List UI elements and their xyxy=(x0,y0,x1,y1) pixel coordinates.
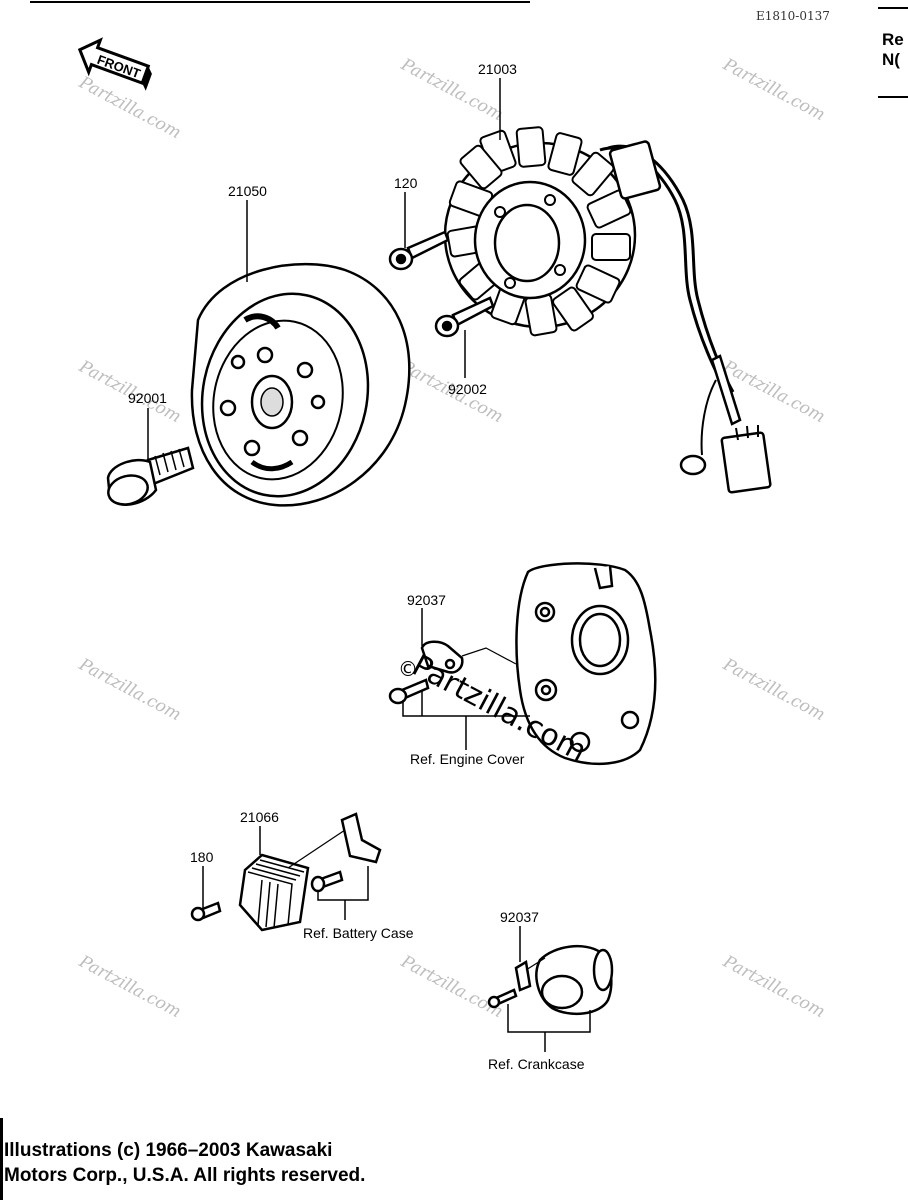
label-21050: 21050 xyxy=(228,183,267,199)
side-text: Re N( xyxy=(882,30,904,70)
watermark-11: Partzilla.com xyxy=(719,951,829,1022)
drawing-code: E1810-0137 xyxy=(756,9,830,23)
copyright-notice: Illustrations (c) 1966–2003 Kawasaki Mot… xyxy=(4,1138,365,1188)
regulator-21066 xyxy=(238,812,382,932)
crankcase-part xyxy=(535,945,614,1015)
label-21066: 21066 xyxy=(240,809,279,825)
watermark-8: Partzilla.com xyxy=(719,654,829,725)
label-92037-b: 92037 xyxy=(500,909,539,925)
label-180: 180 xyxy=(190,849,214,865)
bolt-180 xyxy=(190,901,222,922)
bracket-92037-b xyxy=(487,959,532,1009)
bracket-92037-a xyxy=(420,640,464,674)
ref-engine-cover: Ref. Engine Cover xyxy=(410,751,525,767)
watermark-10: Partzilla.com xyxy=(397,951,507,1022)
side-text-line-1: Re xyxy=(882,30,904,49)
label-120: 120 xyxy=(394,175,418,191)
leader-cover-link xyxy=(461,647,517,665)
label-21003: 21003 xyxy=(478,61,517,77)
leader-regulator-bracket xyxy=(287,829,346,869)
side-text-line-2: N( xyxy=(882,50,900,69)
label-92037-a: 92037 xyxy=(407,592,446,608)
ref-battery-case: Ref. Battery Case xyxy=(303,925,414,941)
leader-crankcase-link xyxy=(525,957,546,971)
copyright-symbol: © xyxy=(398,657,418,681)
front-arrow-icon: FRONT xyxy=(77,37,152,91)
watermark-1: Partzilla.com xyxy=(75,72,185,143)
left-margin-bar xyxy=(0,1118,3,1200)
stator-21003 xyxy=(443,126,772,494)
ref-bracket-crankcase xyxy=(507,1004,591,1033)
ref-bracket-engine-cover xyxy=(402,700,530,717)
copyright-line-2: Motors Corp., U.S.A. All rights reserved… xyxy=(4,1165,366,1186)
watermark-7: Partzilla.com xyxy=(75,654,185,725)
copyright-line-1: Illustrations (c) 1966–2003 Kawasaki xyxy=(4,1140,333,1161)
watermark-9: Partzilla.com xyxy=(75,951,185,1022)
ref-bracket-battery-case xyxy=(317,866,369,901)
bolt-92002 xyxy=(434,296,495,338)
flywheel-21050 xyxy=(190,263,411,507)
bolt-120 xyxy=(388,230,450,271)
bolt-92001 xyxy=(106,446,195,506)
label-92002: 92002 xyxy=(448,381,487,397)
engine-cover xyxy=(515,562,657,766)
label-92001: 92001 xyxy=(128,390,167,406)
bolt-engine-cover xyxy=(388,678,430,705)
ref-crankcase: Ref. Crankcase xyxy=(488,1056,585,1072)
watermark-3: Partzilla.com xyxy=(719,54,829,125)
